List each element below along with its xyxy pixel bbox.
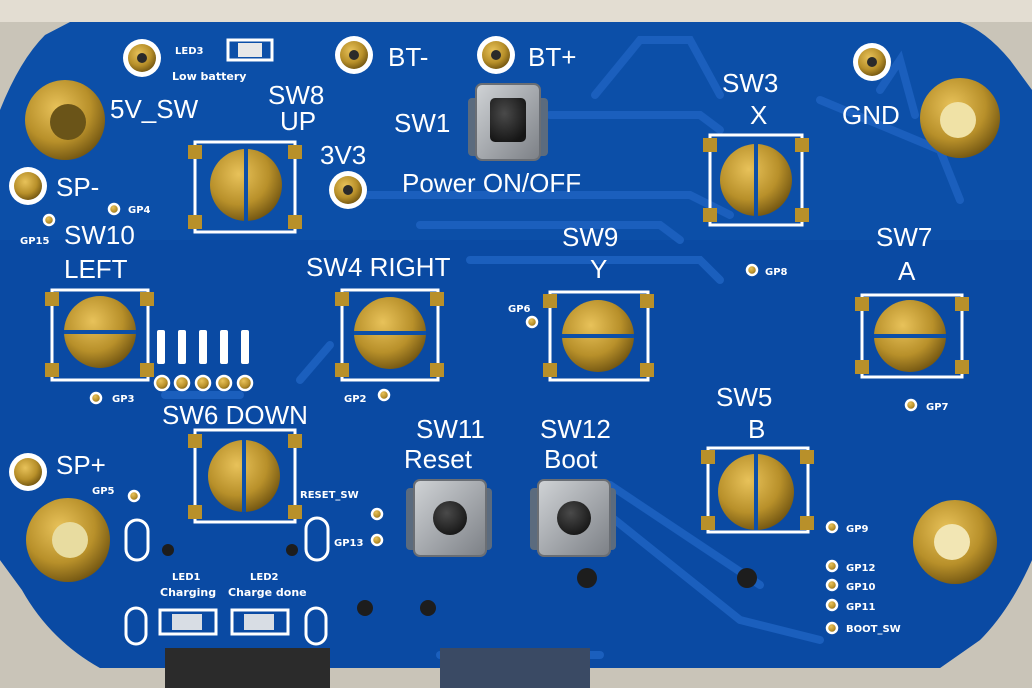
label-3v3: 3V3	[320, 140, 366, 170]
led1-charging	[158, 608, 218, 636]
label-up: UP	[280, 106, 316, 136]
label-sw9: SW9	[562, 222, 618, 252]
pad-sp-minus	[9, 167, 47, 205]
bottom-edge-connector	[440, 648, 590, 688]
led3-low-battery	[226, 38, 274, 62]
label-sw5: SW5	[716, 382, 772, 412]
label-gp2: GP2	[344, 394, 367, 405]
label-sw4-right: SW4 RIGHT	[306, 252, 451, 282]
pad-3v3	[329, 171, 367, 209]
label-led1: LED1	[172, 572, 201, 583]
label-5v-sw: 5V_SW	[110, 94, 199, 124]
label-b: B	[748, 414, 765, 444]
label-low-battery: Low battery	[172, 70, 246, 83]
mount-hole-top-left	[25, 80, 105, 160]
label-led3: LED3	[175, 46, 204, 57]
label-sw3: SW3	[722, 68, 778, 98]
label-gp8: GP8	[765, 267, 788, 278]
label-gp15: GP15	[20, 236, 49, 247]
label-left: LEFT	[64, 254, 128, 284]
pad-gnd	[853, 43, 891, 81]
switch-sw10-left	[45, 288, 154, 382]
label-reset: Reset	[404, 444, 473, 474]
label-sw12: SW12	[540, 414, 611, 444]
pad-bt-plus	[477, 36, 515, 74]
label-gp6: GP6	[508, 304, 531, 315]
label-reset-sw: RESET_SW	[300, 490, 359, 501]
label-sw8: SW8	[268, 80, 324, 110]
label-sw10: SW10	[64, 220, 135, 250]
label-gp9: GP9	[846, 524, 869, 535]
button-sw12-boot[interactable]	[530, 479, 616, 557]
test-points	[42, 202, 918, 635]
switch-sw9-y	[543, 290, 654, 382]
label-sw1: SW1	[394, 108, 450, 138]
led2-charge-done	[230, 608, 290, 636]
label-y: Y	[590, 254, 607, 284]
label-sw11: SW11	[416, 414, 485, 444]
switch-sw6-down	[188, 428, 302, 524]
label-charge-done: Charge done	[228, 586, 307, 599]
label-gp12: GP12	[846, 563, 875, 574]
switch-sw7-a	[855, 293, 969, 379]
switch-sw3-x	[703, 133, 809, 227]
label-boot-sw: BOOT_SW	[846, 624, 901, 635]
label-gp11: GP11	[846, 602, 875, 613]
label-gnd: GND	[842, 100, 900, 130]
button-sw1-power[interactable]	[468, 83, 548, 161]
label-charging: Charging	[160, 586, 216, 599]
pad-led3-hole	[123, 39, 161, 77]
label-sw7: SW7	[876, 222, 932, 252]
pcb-shading	[0, 240, 1032, 668]
label-bt-minus: BT-	[388, 42, 428, 72]
label-gp13: GP13	[334, 538, 363, 549]
pin-header-row	[153, 374, 254, 392]
label-sp-minus: SP-	[56, 172, 99, 202]
mount-hole-bottom-right	[913, 500, 997, 584]
top-edge-background	[0, 0, 1032, 22]
bottom-slots	[124, 516, 330, 646]
label-gp7: GP7	[926, 402, 949, 413]
button-sw11-reset[interactable]	[406, 479, 492, 557]
label-power-on-off: Power ON/OFF	[402, 168, 581, 198]
label-gp3: GP3	[112, 394, 135, 405]
label-x: X	[750, 100, 767, 130]
mount-hole-bottom-left	[26, 498, 110, 582]
label-led2: LED2	[250, 572, 279, 583]
label-gp10: GP10	[846, 582, 875, 593]
mount-hole-top-right	[920, 78, 1000, 158]
label-a: A	[898, 256, 916, 286]
label-gp4: GP4	[128, 205, 151, 216]
label-sp-plus: SP+	[56, 450, 106, 480]
label-sw6-down: SW6 DOWN	[162, 400, 308, 430]
pad-bt-minus	[335, 36, 373, 74]
pad-sp-plus	[9, 453, 47, 491]
label-gp5: GP5	[92, 486, 115, 497]
switch-sw4-right	[335, 288, 444, 382]
switch-sw8-up	[188, 140, 302, 234]
label-boot: Boot	[544, 444, 598, 474]
bottom-vias	[162, 544, 757, 616]
switch-sw5-b	[701, 446, 814, 534]
label-bt-plus: BT+	[528, 42, 576, 72]
pin-header-labels	[157, 330, 249, 364]
usb-connector	[165, 648, 330, 688]
